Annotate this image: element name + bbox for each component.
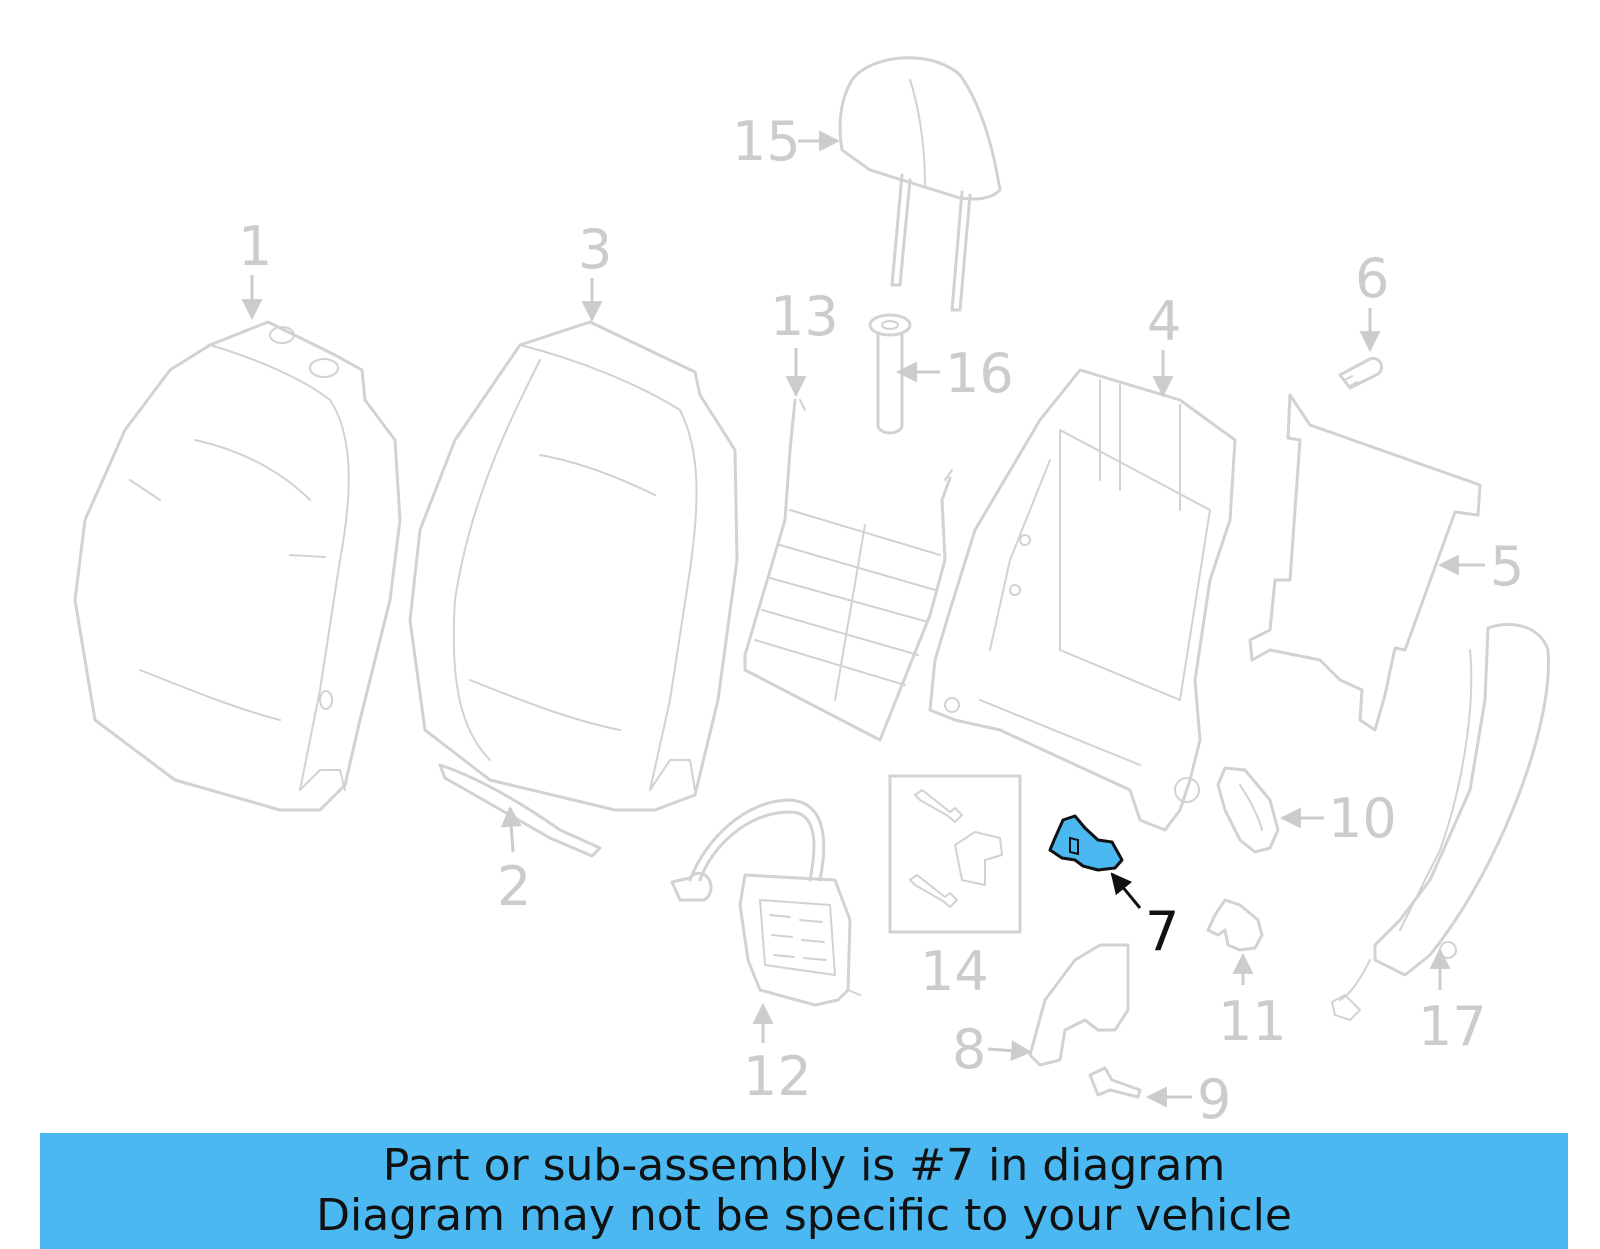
svg-text:16: 16 <box>945 342 1014 405</box>
callout-4: 4 <box>1147 290 1181 398</box>
part-11-clip[interactable] <box>1206 898 1264 952</box>
svg-text:14: 14 <box>920 940 989 1003</box>
part-15-headrest[interactable] <box>838 56 1002 312</box>
part-9-bolt[interactable] <box>1088 1066 1142 1099</box>
caption-line-2: Diagram may not be specific to your vehi… <box>316 1190 1292 1241</box>
svg-text:15: 15 <box>732 110 801 173</box>
svg-text:3: 3 <box>578 218 612 281</box>
part-7-bracket-highlighted[interactable] <box>1048 814 1124 872</box>
svg-text:1: 1 <box>238 215 272 278</box>
callout-17: 17 <box>1418 947 1487 1058</box>
svg-text:8: 8 <box>952 1018 986 1081</box>
svg-text:10: 10 <box>1328 787 1397 850</box>
callout-5: 5 <box>1437 535 1524 598</box>
callout-9: 9 <box>1145 1068 1231 1131</box>
svg-text:11: 11 <box>1218 990 1287 1053</box>
callout-13: 13 <box>770 285 839 398</box>
callout-3: 3 <box>578 218 612 323</box>
callout-1: 1 <box>238 215 272 321</box>
part-13-wire-grid[interactable] <box>743 398 953 742</box>
svg-text:4: 4 <box>1147 290 1181 353</box>
part-8-side-trim[interactable] <box>1028 943 1130 1067</box>
part-5-back-panel[interactable] <box>1248 393 1482 732</box>
part-14-kit-box[interactable] <box>888 774 1022 934</box>
part-4-seat-back-frame[interactable] <box>928 368 1237 832</box>
part-6-screw[interactable] <box>1338 356 1384 390</box>
part-1-seat-back-cover[interactable] <box>73 320 402 812</box>
callout-12: 12 <box>743 1002 812 1108</box>
callout-11: 11 <box>1218 952 1287 1053</box>
svg-text:6: 6 <box>1355 247 1389 310</box>
callout-8: 8 <box>952 1018 1033 1081</box>
caption-banner: Part or sub-assembly is #7 in diagram Di… <box>40 1133 1568 1249</box>
callout-10: 10 <box>1279 787 1397 850</box>
svg-text:9: 9 <box>1197 1068 1231 1131</box>
part-10-recliner-cover[interactable] <box>1216 766 1280 854</box>
callout-7: 7 <box>1110 872 1179 963</box>
svg-text:2: 2 <box>497 855 531 918</box>
svg-text:5: 5 <box>1490 535 1524 598</box>
part-2-wire-rod[interactable] <box>438 763 602 858</box>
svg-text:7: 7 <box>1145 900 1179 963</box>
callout-6: 6 <box>1355 247 1389 353</box>
svg-text:12: 12 <box>743 1045 812 1108</box>
callout-2: 2 <box>497 805 531 918</box>
callout-16: 16 <box>895 342 1014 405</box>
callout-15: 15 <box>732 110 841 173</box>
svg-text:17: 17 <box>1418 995 1487 1058</box>
svg-text:13: 13 <box>770 285 839 348</box>
part-12-lumbar-unit[interactable] <box>670 798 861 1007</box>
caption-line-1: Part or sub-assembly is #7 in diagram <box>382 1140 1226 1191</box>
callout-14: 14 <box>920 940 989 1003</box>
part-3-seat-back-pad[interactable] <box>408 320 739 812</box>
part-16-guide-sleeve[interactable] <box>868 313 912 435</box>
